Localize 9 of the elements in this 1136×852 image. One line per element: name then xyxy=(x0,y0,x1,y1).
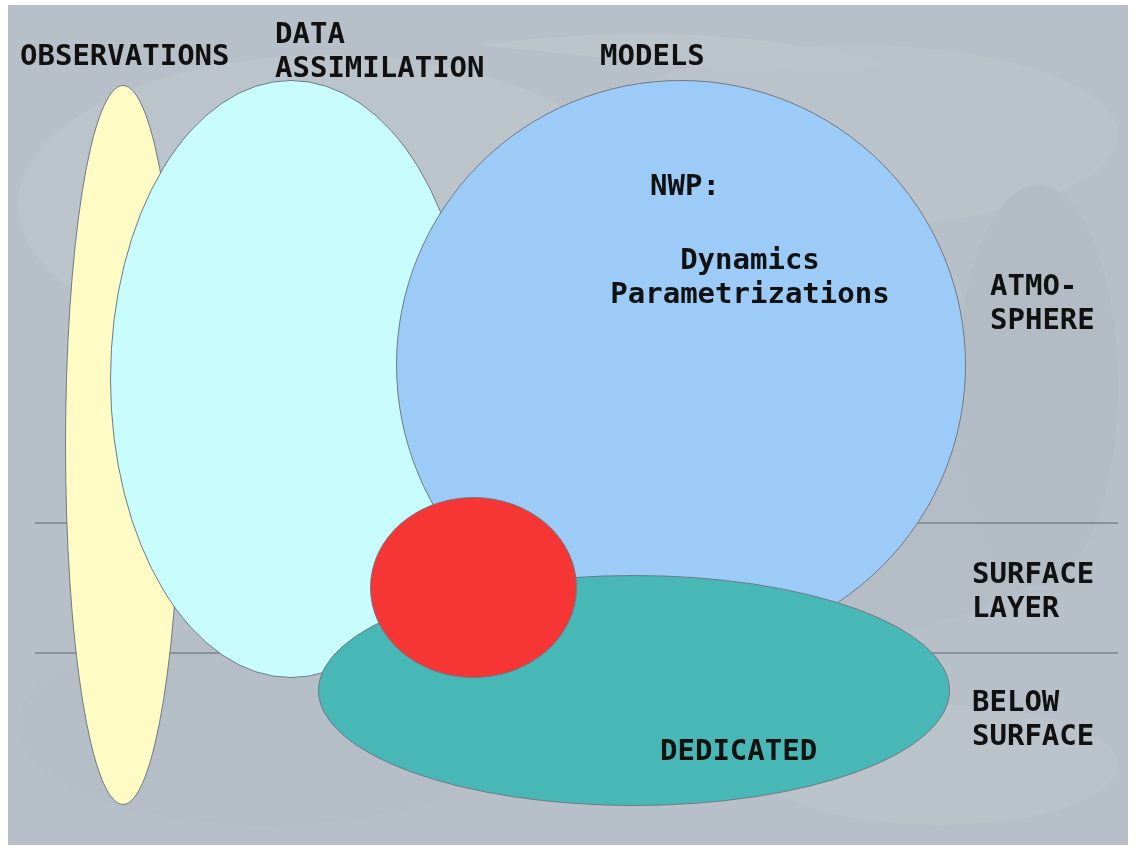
set-label: DEDICATED xyxy=(660,733,818,767)
set-heading: MODELS xyxy=(600,38,705,72)
set-label: Dynamics Parametrizations xyxy=(609,242,891,310)
layer-label: BELOW SURFACE xyxy=(972,684,1096,752)
layer-label: SURFACE LAYER xyxy=(972,556,1096,624)
set-label: NWP: xyxy=(650,168,720,202)
layer-label: ATMO- SPHERE xyxy=(990,268,1096,336)
set-heading: DATA ASSIMILATION xyxy=(275,16,486,84)
set-heading: OBSERVATIONS xyxy=(20,38,230,72)
